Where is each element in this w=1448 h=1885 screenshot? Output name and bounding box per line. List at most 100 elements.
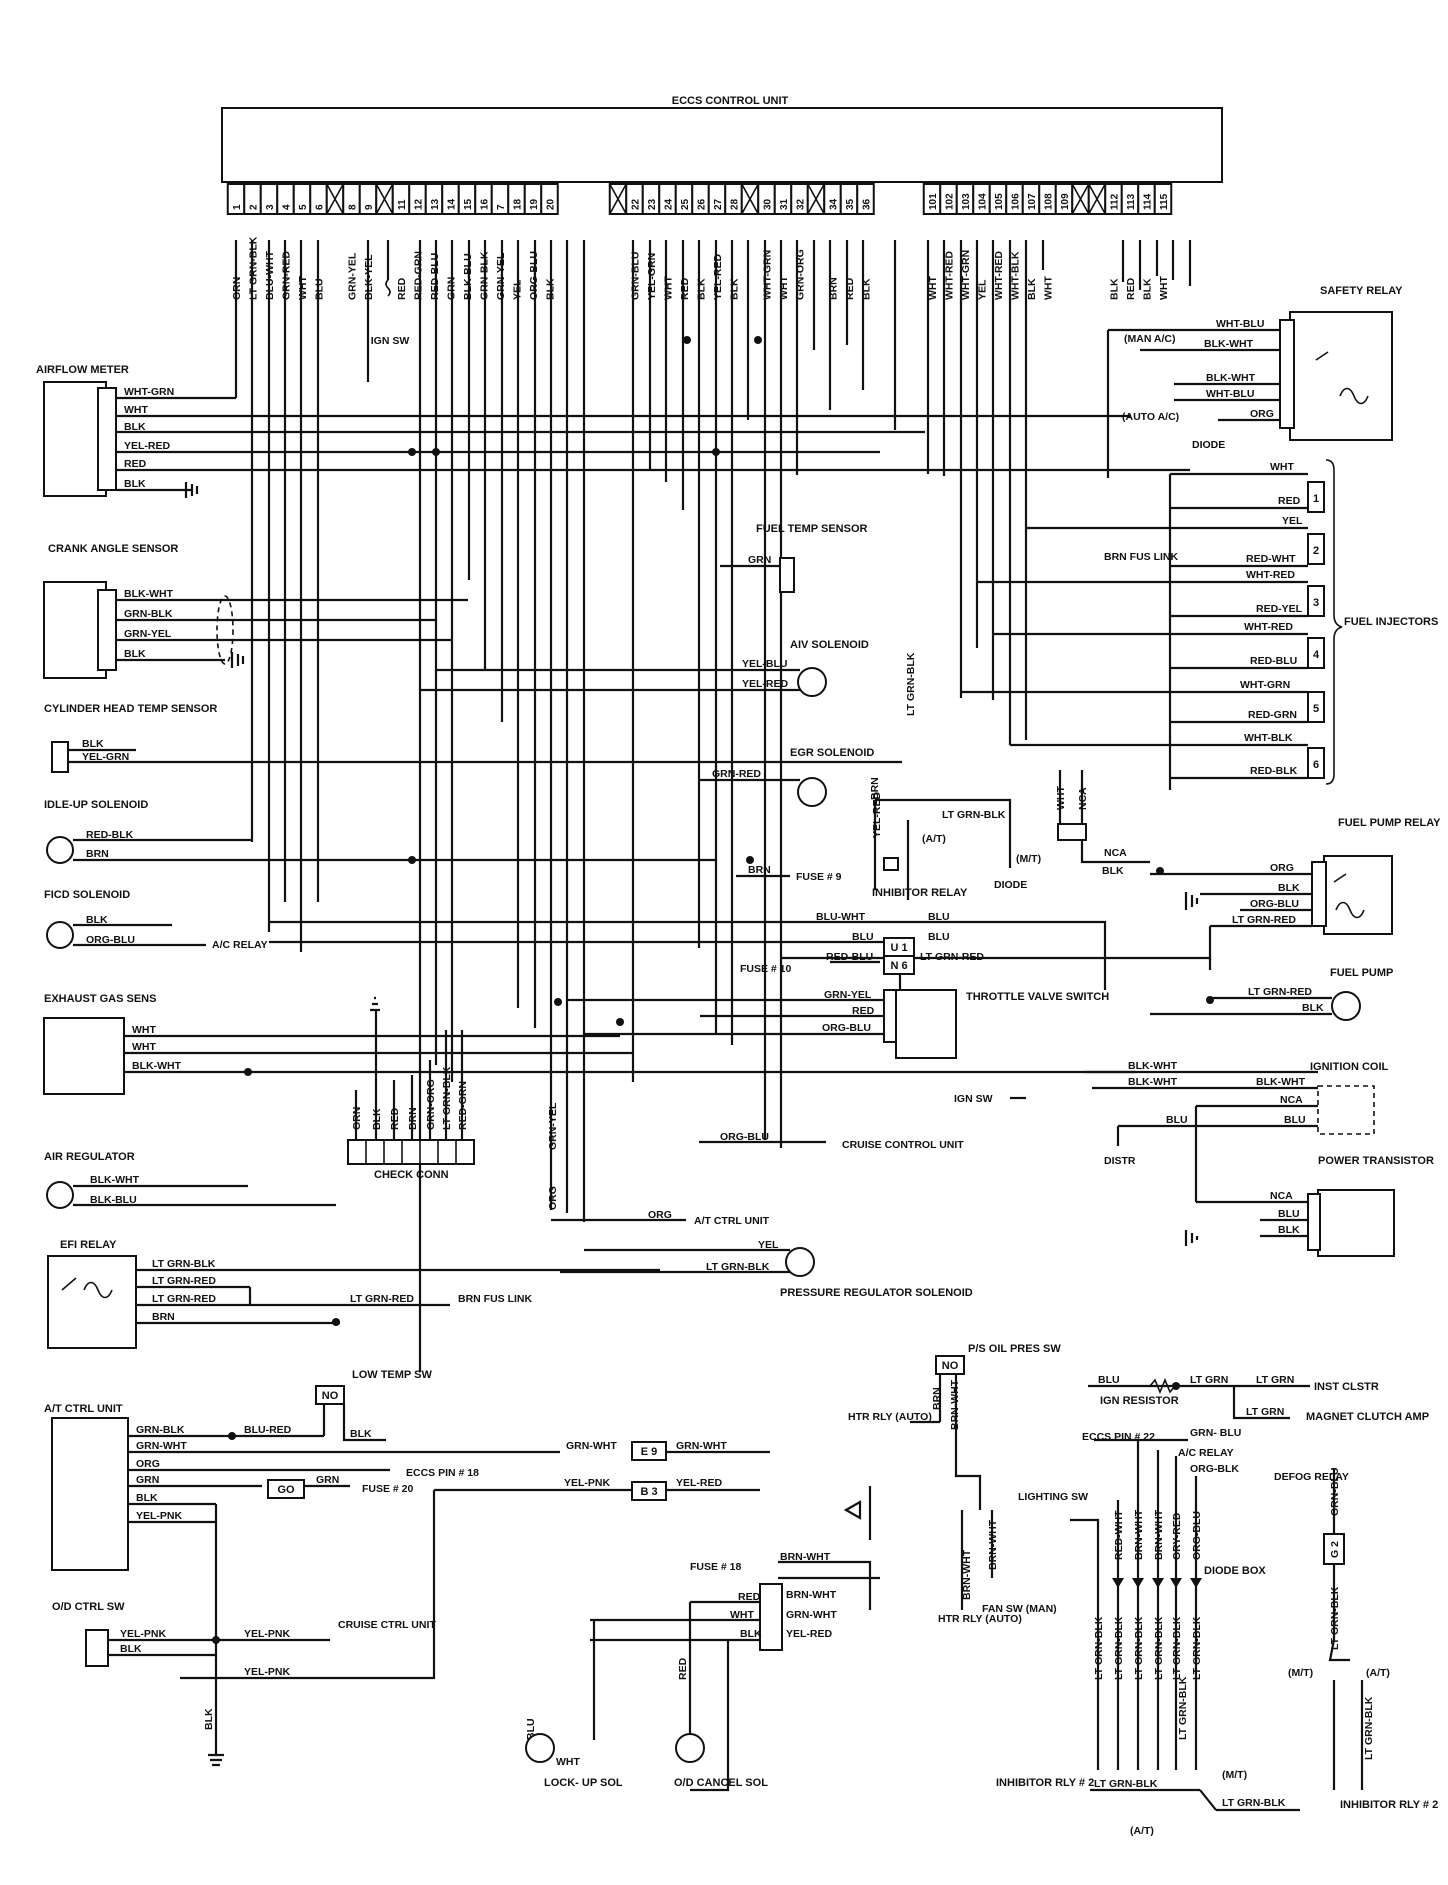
tvs-wire-1: GRN-YEL	[824, 989, 872, 1001]
un-wire-6: LT GRN-RED	[920, 951, 984, 963]
cht-wire-2: YEL-GRN	[82, 751, 129, 763]
atctrl-name: A/T CTRL UNIT	[44, 1403, 123, 1415]
diodebox-diodes	[1112, 1578, 1202, 1588]
ptr-wire-2: BLU	[1278, 1208, 1300, 1220]
un-wire-4: BLU	[928, 931, 950, 943]
safety-wires	[1106, 328, 1280, 478]
safety-plug	[1279, 319, 1295, 429]
lowtemp-sw: NO	[322, 1390, 339, 1402]
lockup-wire-2: BRN-WHT	[786, 1589, 837, 1601]
fuelpump-name: FUEL PUMP	[1330, 967, 1393, 979]
ecu-pin-wire-color: YEL-RED	[712, 253, 724, 300]
ign-wire-5: BLU	[1166, 1114, 1188, 1126]
pin18-grnwht-2: GRN-WHT	[676, 1440, 727, 1452]
inhib2-wires	[1090, 1680, 1364, 1812]
ecu-title: ECCS CONTROL UNIT	[672, 95, 789, 107]
ign-distr: DISTR	[1104, 1155, 1136, 1167]
lockup-diode	[843, 1500, 862, 1520]
ecu-pin-wire-color: RED	[679, 277, 691, 300]
airreg-wire-2: BLK-BLU	[90, 1194, 137, 1206]
ground-symbol	[1184, 892, 1199, 910]
injector-num-4: 4	[1313, 649, 1320, 661]
safety-wire-3: BLK-WHT	[1206, 372, 1256, 384]
ignres-wire-4: LT GRN	[1246, 1406, 1284, 1418]
airflow-wire-1: WHT-GRN	[124, 386, 174, 398]
ps-body	[935, 1355, 965, 1375]
diodebox-name: DIODE BOX	[1204, 1565, 1266, 1577]
tvs-wire-3: ORG-BLU	[822, 1022, 871, 1034]
airflow-name: AIRFLOW METER	[36, 364, 129, 376]
prs-wires	[560, 1248, 790, 1274]
crank-wire-2: GRN-BLK	[124, 608, 173, 620]
inhibitor-wire-3: YEL-RED	[871, 791, 883, 838]
crank-body	[43, 581, 107, 679]
ecu-pin-row-middle: 22GRN-BLU23YEL-GRN24WHT25RED26BLK27YEL-R…	[608, 183, 875, 300]
checkconn-wire-1: GRN	[351, 1107, 363, 1130]
ecu-pin-number: 6	[315, 204, 326, 210]
injector-wire-7: WHT-RED	[1244, 621, 1293, 633]
ecu-pin-cell	[1153, 183, 1173, 215]
injector-link: BRN FUS LINK	[1104, 551, 1178, 563]
safety-wire-5: ORG	[1250, 408, 1274, 420]
b3-wires	[180, 1488, 760, 1680]
ignres-wire-1: BLU	[1098, 1374, 1120, 1386]
injector-wire-1: WHT	[1270, 461, 1294, 473]
pin18-yelred: YEL-RED	[676, 1477, 723, 1489]
ecu-pin-number: 104	[978, 193, 989, 210]
crank-shield	[216, 595, 234, 665]
efi-wire-1: LT GRN-BLK	[152, 1258, 216, 1270]
atctrl-wire-6: YEL-PNK	[136, 1510, 183, 1522]
ecu-pin-number: 5	[298, 204, 309, 210]
ecu-pin-wire-color: LT GRN-BLK	[248, 236, 260, 300]
efi-wires	[136, 1268, 660, 1325]
safety-wire-2: BLK-WHT	[1204, 338, 1254, 350]
ecu-pin-number: 11	[397, 199, 408, 210]
ecu-pin-number: 19	[529, 198, 540, 210]
fpr-nca: NCA	[1104, 847, 1127, 859]
idleup-body	[46, 836, 74, 864]
safety-body	[1289, 311, 1393, 441]
ptr-body	[1317, 1189, 1395, 1257]
connector-n6	[883, 955, 915, 975]
ecu-pin-number: 12	[414, 198, 425, 210]
injector-num-1: 1	[1313, 493, 1319, 505]
injector-wire-9: WHT-GRN	[1240, 679, 1290, 691]
ficd-wires	[73, 923, 206, 947]
tvs-name: THROTTLE VALVE SWITCH	[966, 991, 1109, 1003]
ecu-pin-wire-color: RED	[396, 277, 408, 300]
ps-fan-wires	[960, 1510, 994, 1610]
ecu-pin-cell	[856, 183, 875, 215]
ecu-pin-wire-color: BLK	[729, 278, 741, 300]
crank-wire-4: BLK	[124, 648, 146, 660]
injector-num-5: 5	[1313, 703, 1319, 715]
pin18-yelpnk: YEL-PNK	[564, 1477, 611, 1489]
crank-name: CRANK ANGLE SENSOR	[48, 543, 178, 555]
ecu-vertical-wires	[234, 240, 1192, 1372]
lockup-wires	[590, 1486, 880, 1792]
ignres-wire-2: LT GRN	[1190, 1374, 1228, 1386]
lockup-wire-6: GRN-WHT	[786, 1609, 837, 1621]
ecu-pin-number: 7	[496, 204, 507, 210]
injector-wire-4: RED-WHT	[1246, 553, 1296, 565]
ecu-pin-number: 101	[928, 193, 939, 210]
egs-wire-2: WHT	[132, 1041, 156, 1053]
inhibitor-brn: BRN	[748, 864, 771, 876]
ecu-pin-number: 34	[829, 198, 840, 210]
inhib2-mt: (M/T)	[1222, 1769, 1247, 1781]
ecu-pin-empty	[326, 183, 344, 215]
diodebox-top-1: RED-WHT	[1113, 1510, 1125, 1560]
ign-sw: IGN SW	[954, 1093, 993, 1105]
ecu-pin-number: 13	[430, 198, 441, 210]
ps-htr: HTR RLY (AUTO)	[848, 1411, 932, 1423]
ecu-pin-number: 9	[364, 204, 375, 210]
tvs-plug	[883, 989, 897, 1043]
ecu-pin-number: 4	[282, 204, 293, 210]
ecu-pin-number: 15	[463, 198, 474, 210]
ps-fan: FAN SW (MAN)	[982, 1603, 1057, 1615]
inhib2-wire-4: LT GRN-BLK	[1363, 1696, 1375, 1760]
injector-brace	[1325, 459, 1343, 785]
ecu-pin-number: 112	[1110, 193, 1121, 210]
airflow-wire-4: YEL-RED	[124, 440, 171, 452]
ecu-pin-number: 107	[1027, 193, 1038, 210]
fpr-wht: WHT	[1055, 786, 1067, 810]
